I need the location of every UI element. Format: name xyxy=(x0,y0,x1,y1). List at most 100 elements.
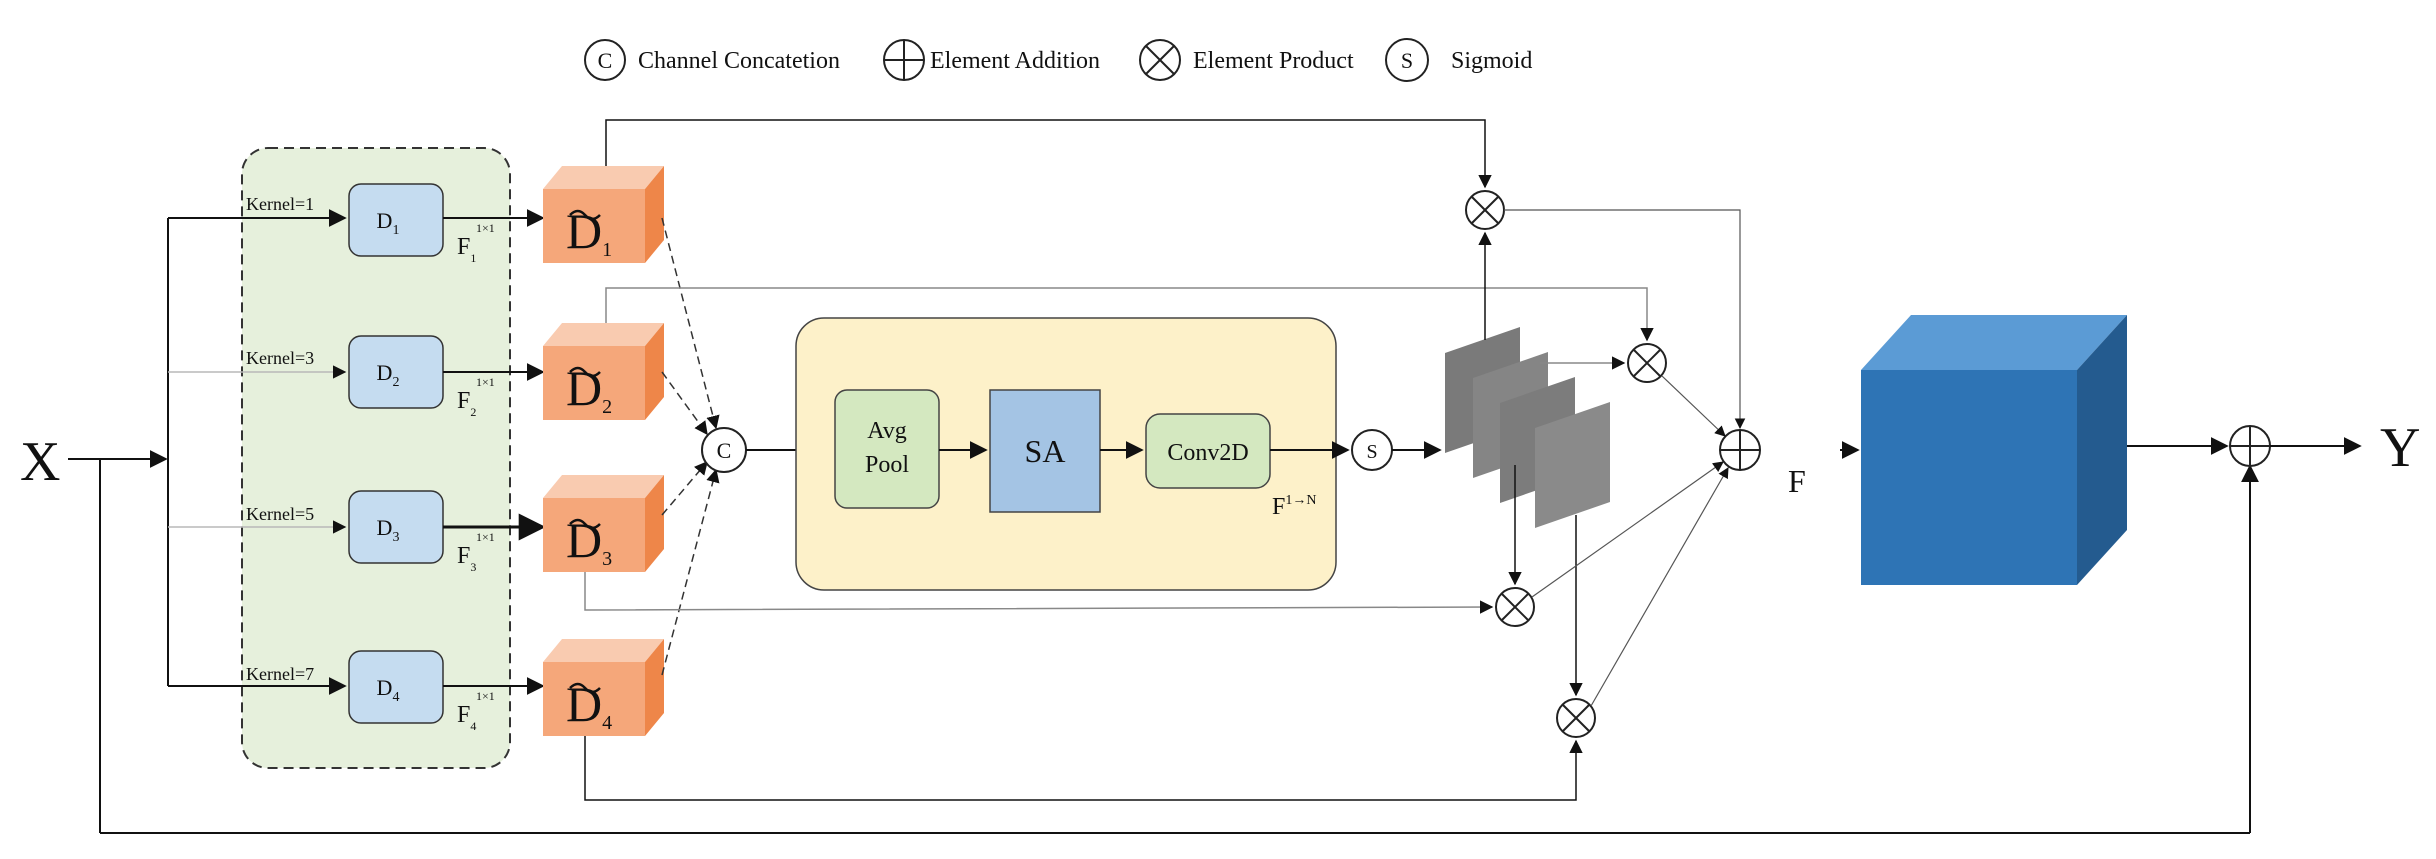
attention-map-4 xyxy=(1535,402,1610,528)
cube-3-tilde xyxy=(569,518,601,530)
legend: C Channel Concatetion Element Addition E… xyxy=(584,38,1532,82)
feat-2-base: F xyxy=(457,388,470,414)
feat-4-base: F xyxy=(457,702,470,728)
branch-row-4: Kernel=7 D4 F4 1×1 xyxy=(168,650,545,733)
cube-to-product-lines xyxy=(584,119,1654,801)
d-block-1-sub: 1 xyxy=(392,223,399,238)
feat-2-sup: 1×1 xyxy=(476,375,495,389)
cube-4-tilde xyxy=(569,682,601,694)
feat-4-sub: 4 xyxy=(470,719,476,733)
cube-1-letter: D xyxy=(566,203,602,259)
d-block-2 xyxy=(348,335,444,409)
legend-product: Element Product xyxy=(1139,39,1354,81)
d-block-3-letter: D xyxy=(377,515,393,540)
d-block-4-letter: D xyxy=(377,675,393,700)
feat-4-sup: 1×1 xyxy=(476,689,495,703)
legend-concat-symbol: C xyxy=(598,48,613,73)
sa-label: SA xyxy=(1025,433,1066,469)
concat-node-label: C xyxy=(717,438,732,463)
svg-text:F2: F2 xyxy=(457,388,476,419)
orange-cube-4: D4 xyxy=(543,639,664,736)
d-block-2-letter: D xyxy=(377,360,393,385)
kernel-label-4: Kernel=7 xyxy=(246,664,314,684)
concat-symbol-icon xyxy=(584,39,626,81)
addition-node-fusion xyxy=(1719,429,1761,471)
d-block-3-sub: 3 xyxy=(392,530,399,545)
addition-symbol-icon xyxy=(883,39,925,81)
cube-4-letter: D xyxy=(566,676,602,732)
branch-row-2: Kernel=3 D2 F2 1×1 xyxy=(168,335,545,419)
svg-text:F1: F1 xyxy=(457,234,476,265)
product-node-2 xyxy=(1627,343,1667,383)
feat-3-sub: 3 xyxy=(470,560,476,574)
cube-2-letter: D xyxy=(566,360,602,416)
avgpool-block xyxy=(834,389,940,509)
cube-1-tilde xyxy=(569,209,601,221)
d-block-3 xyxy=(348,490,444,564)
cube-2-tilde xyxy=(569,366,601,378)
product-to-addition-lines xyxy=(1504,209,1746,707)
cube-1-sub: 1 xyxy=(602,239,612,261)
fused-label: F xyxy=(1788,463,1806,499)
orange-cube-2: D2 xyxy=(543,323,664,420)
legend-addition-label: Element Addition xyxy=(930,48,1100,74)
legend-addition: Element Addition xyxy=(883,39,1100,81)
d-block-2-sub: 2 xyxy=(392,375,399,390)
kernel-label-3: Kernel=5 xyxy=(246,504,314,524)
svg-text:D3: D3 xyxy=(377,515,400,545)
cube-4-sub: 4 xyxy=(602,712,612,734)
legend-product-label: Element Product xyxy=(1193,48,1354,74)
kernel-panel xyxy=(241,147,511,769)
product-node-1 xyxy=(1465,190,1505,230)
svg-text:F3: F3 xyxy=(457,543,476,574)
map-to-product-lines xyxy=(1478,231,1626,697)
product-node-3 xyxy=(1495,587,1535,627)
avgpool-line1: Avg xyxy=(867,418,907,444)
sigmoid-symbol-icon xyxy=(1385,38,1429,82)
svg-text:D4: D4 xyxy=(377,675,400,705)
d-block-1 xyxy=(348,183,444,257)
attention-output-sup: 1→N xyxy=(1285,493,1316,508)
svg-text:D1: D1 xyxy=(377,208,400,238)
feat-1-sub: 1 xyxy=(470,251,476,265)
avgpool-line2: Pool xyxy=(865,452,909,478)
d-block-1-letter: D xyxy=(377,208,393,233)
cube-3-letter: D xyxy=(566,512,602,568)
feat-3-base: F xyxy=(457,543,470,569)
branch-row-3: Kernel=5 D3 F3 1×1 xyxy=(168,490,546,574)
output-blue-cube xyxy=(1861,315,2127,585)
legend-concat-label: Channel Concatetion xyxy=(638,48,840,74)
feat-1-sup: 1×1 xyxy=(476,221,495,235)
kernel-label-1: Kernel=1 xyxy=(246,194,314,214)
svg-text:F1→N: F1→N xyxy=(1272,493,1316,520)
input-label: X xyxy=(20,431,60,493)
orange-cube-3: D3 xyxy=(543,475,664,572)
sigmoid-node-label: S xyxy=(1366,441,1377,463)
kernel-label-2: Kernel=3 xyxy=(246,348,314,368)
d-block-4 xyxy=(348,650,444,724)
output-label: Y xyxy=(2380,417,2420,479)
legend-sigmoid-symbol: S xyxy=(1401,48,1413,73)
svg-text:F4: F4 xyxy=(457,702,476,733)
legend-sigmoid-label: Sigmoid xyxy=(1451,48,1532,74)
legend-sigmoid: S Sigmoid xyxy=(1385,38,1532,82)
legend-concat: C Channel Concatetion xyxy=(584,39,840,81)
branch-row-1: Kernel=1 D1 F1 1×1 xyxy=(168,183,545,265)
sa-block xyxy=(989,389,1101,513)
cube-to-concat-arrows xyxy=(661,217,720,676)
svg-text:D2: D2 xyxy=(377,360,400,390)
feat-1-base: F xyxy=(457,234,470,260)
feat-3-sup: 1×1 xyxy=(476,530,495,544)
cube-2-sub: 2 xyxy=(602,396,612,418)
product-symbol-icon xyxy=(1139,39,1181,81)
cube-3-sub: 3 xyxy=(602,548,612,570)
d-block-4-sub: 4 xyxy=(392,690,399,705)
addition-node-output xyxy=(2229,425,2271,467)
attention-maps xyxy=(1445,327,1610,528)
conv2d-label: Conv2D xyxy=(1167,440,1248,466)
attention-output-base: F xyxy=(1272,494,1285,520)
product-node-4 xyxy=(1556,698,1596,738)
orange-cube-1: D1 xyxy=(543,166,664,263)
feat-2-sub: 2 xyxy=(470,405,476,419)
